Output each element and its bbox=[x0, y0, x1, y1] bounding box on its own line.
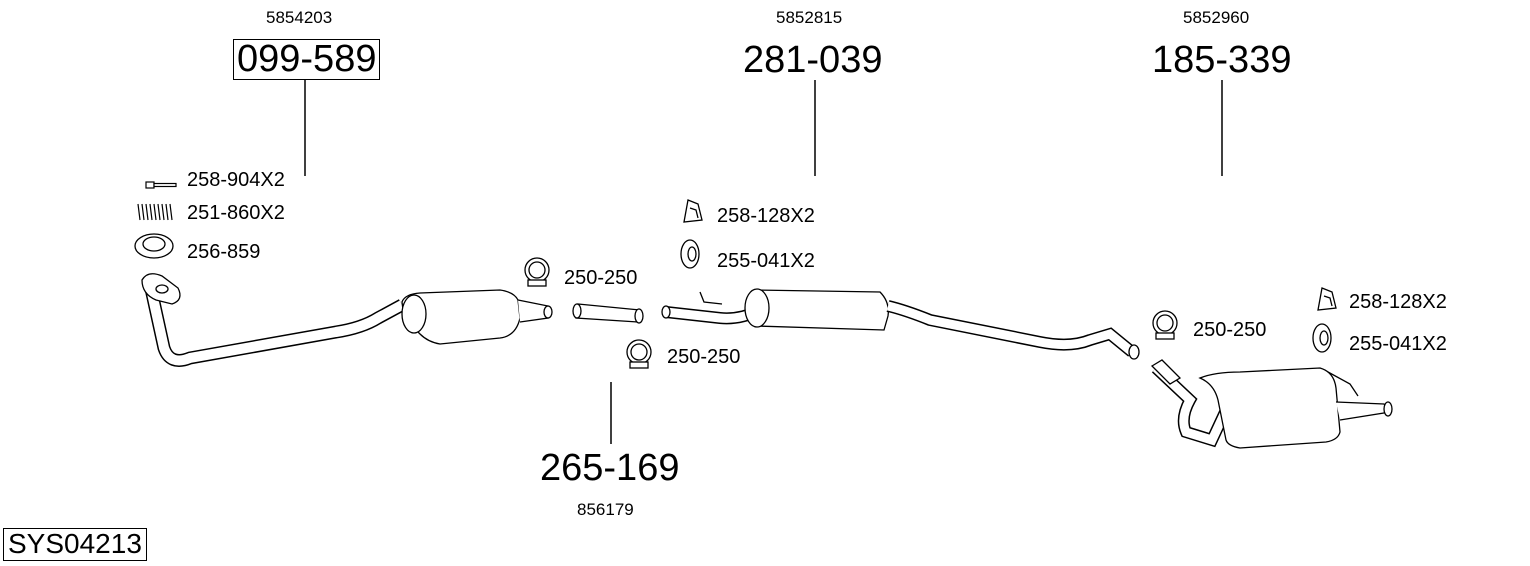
clamp-icon bbox=[524, 257, 550, 287]
accessory-label-rubber-mount-middle[interactable]: 255-041X2 bbox=[717, 250, 815, 272]
oe-number-rear-silencer: 5852960 bbox=[1183, 8, 1250, 27]
gasket-ring-icon bbox=[134, 233, 174, 259]
front-pipe-with-catalyst bbox=[141, 273, 553, 367]
bolt-icon bbox=[145, 181, 177, 189]
part-number-middle-silencer[interactable]: 281-039 bbox=[743, 39, 883, 81]
rear-silencer bbox=[1150, 359, 1393, 449]
part-number-rear-silencer[interactable]: 185-339 bbox=[1152, 39, 1292, 81]
oe-number-front-pipe: 5854203 bbox=[266, 8, 333, 27]
accessory-label-rubber-mount-rear[interactable]: 255-041X2 bbox=[1349, 333, 1447, 355]
accessory-label-bolt[interactable]: 258-904X2 bbox=[187, 169, 285, 191]
accessory-label-hanger-rear[interactable]: 258-128X2 bbox=[1349, 291, 1447, 313]
system-code-label: SYS04213 bbox=[3, 528, 147, 561]
hanger-bracket-icon bbox=[683, 199, 703, 223]
spring-icon bbox=[137, 203, 173, 221]
clamp-icon bbox=[1152, 310, 1178, 340]
oe-number-middle-silencer: 5852815 bbox=[776, 8, 843, 27]
hanger-bracket-icon bbox=[1317, 287, 1337, 311]
part-number-front-pipe[interactable]: 099-589 bbox=[233, 39, 381, 80]
oe-number-connector-pipe: 856179 bbox=[577, 500, 634, 519]
accessory-label-clamp-front[interactable]: 250-250 bbox=[564, 267, 638, 289]
accessory-label-gasket[interactable]: 256-859 bbox=[187, 241, 261, 263]
rubber-mount-icon bbox=[1312, 323, 1332, 353]
connector-pipe bbox=[572, 303, 644, 324]
accessory-label-clamp-connector[interactable]: 250-250 bbox=[667, 346, 741, 368]
accessory-label-hanger-middle[interactable]: 258-128X2 bbox=[717, 205, 815, 227]
part-number-connector-pipe[interactable]: 265-169 bbox=[540, 447, 680, 489]
accessory-label-spring[interactable]: 251-860X2 bbox=[187, 202, 285, 224]
clamp-icon bbox=[626, 339, 652, 369]
middle-pipe-with-silencer bbox=[661, 288, 1140, 360]
rubber-mount-icon bbox=[680, 239, 700, 269]
accessory-label-clamp-rear[interactable]: 250-250 bbox=[1193, 319, 1267, 341]
